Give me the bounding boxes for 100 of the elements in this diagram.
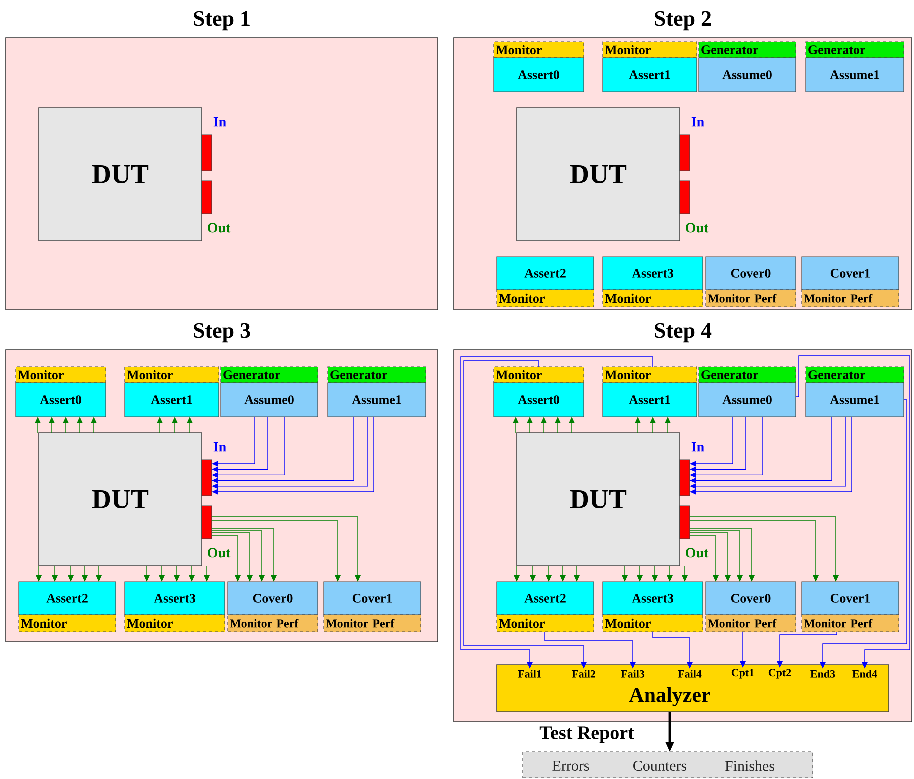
arrow bbox=[652, 632, 693, 669]
tag-box: Monitor bbox=[124, 614, 226, 632]
step-title: Step 1 bbox=[194, 11, 250, 31]
port-name: Cpt2 bbox=[768, 669, 792, 679]
assert-box: Assert0 bbox=[494, 382, 584, 418]
dut-box: DUT bbox=[516, 432, 680, 566]
arrow bbox=[637, 566, 643, 582]
assert-box: Assert0 bbox=[16, 382, 106, 418]
arrow bbox=[212, 416, 286, 478]
port-name: Fail2 bbox=[572, 670, 596, 678]
step-title: Step 2 bbox=[655, 11, 712, 31]
tag-box: Monitor bbox=[494, 42, 584, 58]
arrow bbox=[36, 566, 42, 582]
tag-box: Monitor bbox=[496, 290, 594, 308]
arrow bbox=[212, 536, 241, 582]
arrow bbox=[622, 566, 628, 582]
arrow bbox=[690, 516, 839, 582]
arrow bbox=[63, 417, 69, 434]
arrow bbox=[652, 566, 658, 582]
assume-box: Assume0 bbox=[698, 58, 796, 92]
arrow bbox=[690, 532, 731, 582]
assert-box: Assert3 bbox=[602, 256, 704, 290]
arrow bbox=[569, 417, 575, 434]
port-name: End4 bbox=[852, 670, 878, 678]
arrow bbox=[690, 530, 743, 582]
arrow bbox=[464, 360, 587, 669]
arrow bbox=[514, 566, 520, 582]
edge-label: Test Report bbox=[538, 726, 636, 744]
arrow bbox=[690, 528, 755, 582]
arrow bbox=[157, 417, 163, 434]
arrow bbox=[82, 566, 88, 582]
arrow bbox=[49, 417, 55, 434]
arrow bbox=[68, 566, 74, 582]
arrow bbox=[690, 416, 734, 467]
assume-box: Assume0 bbox=[220, 382, 318, 418]
cover-box: Cover0 bbox=[706, 582, 796, 616]
arrow bbox=[212, 416, 256, 467]
arrow bbox=[690, 416, 764, 478]
arrow bbox=[546, 566, 552, 582]
arrow bbox=[690, 536, 719, 582]
tag-box: Monitor bbox=[602, 614, 704, 632]
arrow bbox=[740, 632, 746, 668]
tag-box: Monitor bbox=[18, 614, 116, 632]
arrow bbox=[690, 416, 832, 484]
arrow bbox=[544, 632, 636, 669]
cover-box: Cover0 bbox=[706, 256, 796, 290]
arrow bbox=[635, 417, 641, 434]
arrow bbox=[666, 712, 674, 752]
port-label: In bbox=[692, 117, 704, 127]
dut-box: DUT bbox=[38, 108, 202, 242]
port-name: Fail1 bbox=[518, 670, 542, 678]
arrow bbox=[555, 417, 561, 434]
arrow bbox=[460, 356, 654, 669]
arrow bbox=[172, 417, 178, 434]
assert-box: Assert2 bbox=[496, 256, 594, 290]
arrow bbox=[777, 632, 838, 668]
assert-box: Assert2 bbox=[496, 582, 594, 616]
assert-box: Assert0 bbox=[494, 58, 584, 92]
arrow bbox=[574, 566, 580, 582]
tag-box: Monitor Perf bbox=[706, 614, 796, 632]
arrow bbox=[690, 520, 819, 582]
arrow bbox=[682, 566, 688, 582]
step-title: Step 4 bbox=[655, 323, 712, 343]
tag-box: Monitor bbox=[496, 614, 594, 632]
arrow bbox=[690, 416, 746, 473]
port-label: Out bbox=[208, 223, 231, 233]
assert-box: Assert1 bbox=[602, 382, 698, 418]
arrow bbox=[667, 566, 673, 582]
tag-box: Generator bbox=[328, 366, 426, 384]
tag-box: Monitor bbox=[602, 42, 698, 58]
port-label: Out bbox=[208, 548, 231, 558]
port-name: Fail3 bbox=[621, 670, 645, 678]
arrow bbox=[159, 566, 165, 582]
arrow bbox=[35, 417, 41, 434]
assume-box: Assume1 bbox=[806, 58, 904, 92]
arrow bbox=[212, 528, 277, 582]
arrow bbox=[91, 417, 97, 434]
arrow bbox=[513, 417, 519, 434]
arrow bbox=[189, 566, 195, 582]
tag-box: Generator bbox=[806, 366, 904, 384]
arrow bbox=[527, 417, 533, 434]
arrow bbox=[204, 566, 210, 582]
assume-box: Assume0 bbox=[698, 382, 796, 418]
arrow bbox=[212, 532, 253, 582]
arrow bbox=[212, 520, 341, 582]
arrow bbox=[796, 356, 910, 669]
tag-box: Monitor bbox=[124, 366, 220, 384]
arrow bbox=[212, 416, 354, 484]
assert-box: Assert3 bbox=[602, 582, 704, 616]
tag-box: Monitor bbox=[602, 366, 698, 384]
arrow bbox=[52, 566, 58, 582]
arrow bbox=[212, 416, 268, 473]
tag-box: Monitor Perf bbox=[802, 614, 900, 632]
tag-box: Generator bbox=[220, 366, 318, 384]
assume-box: Assume1 bbox=[328, 382, 426, 418]
assert-box: Assert1 bbox=[602, 58, 698, 92]
arrow bbox=[212, 516, 361, 582]
arrow bbox=[212, 530, 265, 582]
cover-box: Cover1 bbox=[802, 256, 900, 290]
port-name: Fail4 bbox=[678, 670, 702, 678]
